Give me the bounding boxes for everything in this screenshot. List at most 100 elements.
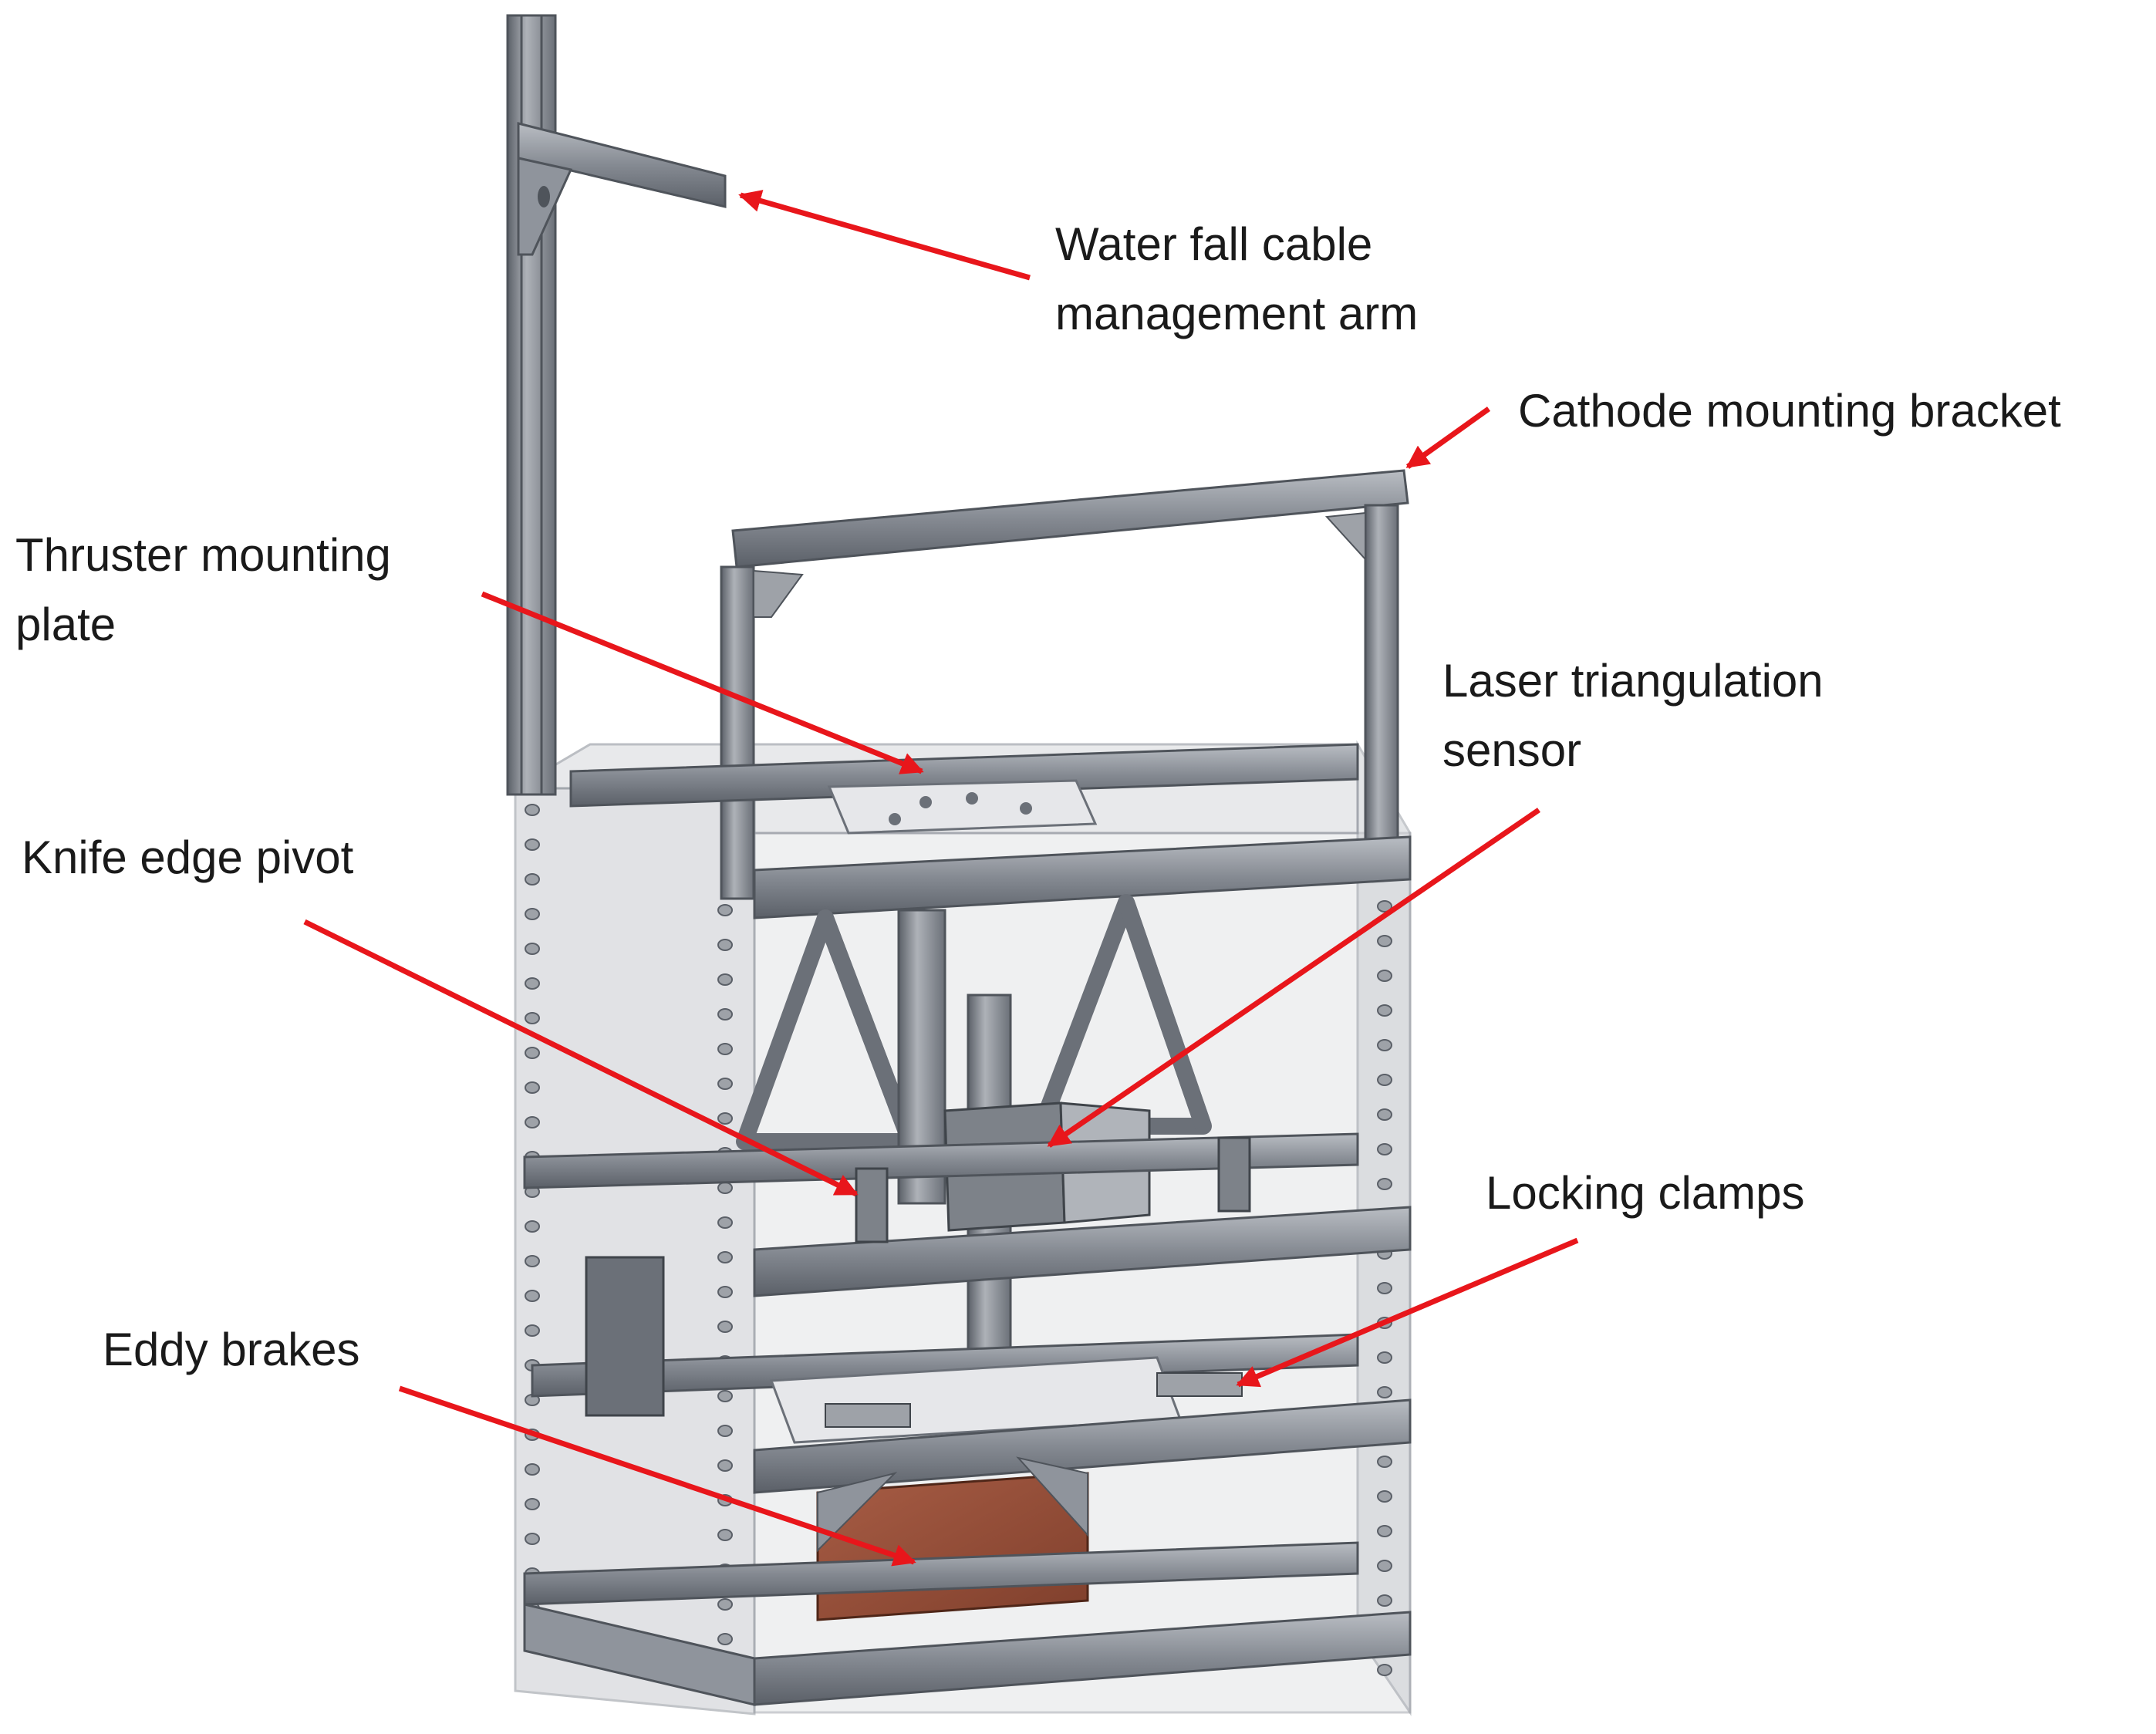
bolt [717,1459,733,1472]
callout-arrows [303,190,1579,1567]
locking-clamp-left [825,1403,911,1428]
label-locking-clamps: Locking clamps [1486,1159,1805,1228]
label-eddy-line-1: Eddy brakes [103,1324,360,1375]
label-waterfall-line-1: Water fall cable [1055,218,1373,270]
label-cathode-line-1: Cathode mounting bracket [1518,385,2061,437]
bolt [1377,1004,1392,1017]
bolt [717,1321,733,1333]
bolt [525,943,540,955]
knife-edge-right [1217,1136,1251,1213]
bolt [1377,1351,1392,1364]
label-laser-line-2: sensor [1442,724,1582,776]
bolt [1377,1490,1392,1503]
bolt [717,1633,733,1645]
arrow-knife [303,919,859,1197]
bolt [525,1220,540,1233]
label-laser-line-1: Laser triangulation [1442,655,1824,707]
cathode-right-post [1364,504,1399,862]
cathode-top-bar [731,469,1409,568]
cathode-bracket-frame [720,469,1409,900]
bolt [717,973,733,986]
label-clamps-line-1: Locking clamps [1486,1167,1805,1219]
bolt [1377,900,1392,913]
side-mount-plate [585,1256,665,1417]
bolt [1377,1456,1392,1468]
middle-front-bar [753,1206,1412,1297]
bolt [525,977,540,990]
bolt [525,1498,540,1510]
label-knife-line-1: Knife edge pivot [22,832,354,883]
cable-management-arm [506,14,727,796]
bolt [1377,1108,1392,1121]
bolt [1377,935,1392,947]
label-eddy-brakes: Eddy brakes [103,1315,360,1385]
middle-tray [523,1132,1412,1297]
bolt [1377,1178,1392,1190]
bolt [717,1182,733,1194]
label-thruster-line-2: plate [15,599,116,650]
bolt [717,1286,733,1298]
eddy-brake-assembly [816,1456,1089,1621]
bolt [717,939,733,951]
bolt [525,1116,540,1128]
label-waterfall-line-2: management arm [1055,288,1419,339]
bolt [717,1598,733,1611]
knife-edge-left [855,1167,889,1243]
bolt [717,1078,733,1090]
bolt [1377,1143,1392,1155]
bolt [717,1529,733,1541]
label-knife-edge: Knife edge pivot [22,823,353,892]
arm-horizontal-bar [517,122,727,208]
cathode-left-post [720,565,755,900]
bolt [717,1043,733,1055]
bolt [525,838,540,851]
bolt [717,904,733,916]
bolt [525,1047,540,1059]
bolt [717,1251,733,1263]
arrow-laser [1047,808,1540,1148]
bolt [525,1324,540,1337]
bolt [1377,1074,1392,1086]
bolt [525,1012,540,1024]
bolt [1377,970,1392,982]
bolt [525,1255,540,1267]
arrow-waterfall [738,190,1031,281]
bolt [717,1008,733,1020]
bolt [525,873,540,886]
bottom-tray [523,1541,1412,1706]
bolt [717,1112,733,1125]
label-laser-sensor: Laser triangulation sensor [1442,646,1824,785]
lower-tray [531,1256,1412,1494]
label-waterfall-cable-arm: Water fall cable management arm [1055,210,1418,349]
bolt [525,1290,540,1302]
arrow-eddy [398,1385,916,1567]
bolt [1377,1525,1392,1537]
thruster-plate-shape [827,779,1098,835]
bolt [717,1216,733,1229]
label-thruster-line-1: Thruster mounting [15,529,391,581]
bolt [1377,1560,1392,1572]
lower-front-bar [753,1398,1412,1494]
bolt [717,1390,733,1402]
bolt [1377,1039,1392,1051]
bolt [525,908,540,920]
arrow-cathode [1405,407,1491,469]
arrow-thruster [481,591,924,774]
bolt [1377,1594,1392,1607]
bolt [525,1533,540,1545]
locking-clamp-right [1156,1372,1243,1397]
bolt [717,1425,733,1437]
label-cathode-bracket: Cathode mounting bracket [1518,376,2061,446]
bolt [525,804,540,816]
bolt-row-center [717,904,733,1680]
bolt [525,1081,540,1094]
bolt [1377,1664,1392,1676]
label-thruster-plate: Thruster mounting plate [15,521,391,660]
bolt [1377,1386,1392,1398]
bolt [1377,1282,1392,1294]
top-front-bar [753,835,1412,919]
bolt [525,1463,540,1476]
arrow-clamps [1236,1237,1579,1388]
